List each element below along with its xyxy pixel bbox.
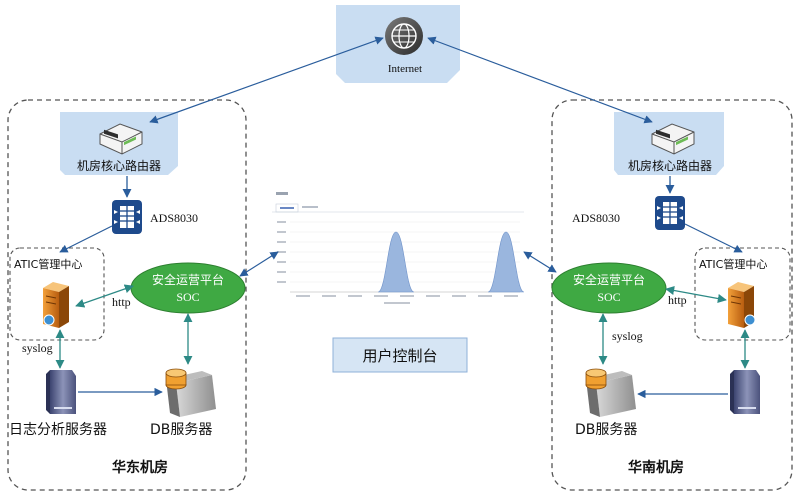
firewall-icon bbox=[112, 200, 142, 234]
south-syslog-label: syslog bbox=[612, 329, 643, 343]
east-db-label: DB服务器 bbox=[150, 422, 212, 438]
firewall-icon bbox=[655, 196, 685, 230]
south-core-router: 机房核心路由器 bbox=[614, 112, 724, 175]
south-db-label: DB服务器 bbox=[575, 422, 637, 438]
console-y-ticks bbox=[277, 221, 286, 283]
link-south-soc-atic bbox=[665, 286, 727, 303]
tower-server-icon bbox=[730, 370, 760, 414]
east-log-server-label: 日志分析服务器 bbox=[9, 422, 107, 438]
south-ads-label: ADS8030 bbox=[572, 211, 620, 225]
south-soc-line2: SOC bbox=[597, 290, 620, 304]
east-router-label: 机房核心路由器 bbox=[77, 158, 161, 173]
south-log-server bbox=[730, 370, 760, 414]
east-soc-line1: 安全运营平台 bbox=[152, 272, 224, 287]
east-atic-center: ATIC管理中心 bbox=[14, 257, 82, 328]
east-ads-label: ADS8030 bbox=[150, 211, 198, 225]
server-icon bbox=[43, 282, 69, 328]
south-http-label: http bbox=[668, 293, 687, 307]
east-soc-line2: SOC bbox=[176, 290, 199, 304]
south-atic-center: ATIC管理中心 bbox=[699, 257, 767, 328]
tower-server-icon bbox=[46, 370, 76, 414]
east-soc: 安全运营平台 SOC bbox=[130, 262, 246, 314]
globe-icon bbox=[385, 17, 423, 55]
east-http-label: http bbox=[112, 295, 131, 309]
south-soc: 安全运营平台 SOC bbox=[551, 262, 667, 314]
user-console-node: 用户控制台 bbox=[332, 337, 468, 373]
user-console-label: 用户控制台 bbox=[362, 347, 437, 365]
link-east-soc-console bbox=[239, 251, 279, 277]
east-log-server: 日志分析服务器 bbox=[9, 370, 107, 438]
connectors bbox=[55, 36, 750, 399]
console-traffic-peak-1 bbox=[377, 231, 415, 293]
south-ads-device: ADS8030 bbox=[572, 196, 685, 230]
internet-node: Internet bbox=[336, 5, 460, 83]
server-icon bbox=[728, 282, 756, 328]
console-traffic-peak-2 bbox=[487, 231, 525, 293]
south-datacenter-frame bbox=[551, 99, 793, 491]
east-atic-frame bbox=[9, 247, 105, 341]
console-screenshot bbox=[272, 190, 525, 310]
east-datacenter-frame bbox=[7, 99, 247, 491]
east-syslog-label: syslog bbox=[22, 341, 53, 355]
east-db-server: DB服务器 bbox=[150, 368, 216, 438]
router-icon bbox=[651, 123, 695, 155]
east-core-router: 机房核心路由器 bbox=[60, 112, 178, 175]
link-console-south-soc bbox=[523, 251, 557, 273]
router-icon bbox=[99, 123, 143, 155]
east-region-label: 华东机房 bbox=[112, 459, 168, 476]
link-south-ads-atic bbox=[684, 223, 743, 253]
link-east-ads-atic bbox=[59, 225, 113, 253]
south-atic-label: ATIC管理中心 bbox=[699, 257, 767, 271]
database-server-icon bbox=[165, 368, 216, 417]
south-soc-line1: 安全运营平台 bbox=[573, 272, 645, 287]
south-soc-ellipse bbox=[551, 262, 667, 314]
south-db-server: DB服务器 bbox=[575, 368, 637, 438]
south-region-label: 华南机房 bbox=[628, 459, 684, 476]
console-x-ticks bbox=[296, 295, 518, 297]
user-console-panel bbox=[332, 337, 468, 373]
link-internet-south-router bbox=[427, 36, 653, 124]
east-soc-ellipse bbox=[130, 262, 246, 314]
link-internet-east-router bbox=[149, 36, 384, 124]
east-ads-device: ADS8030 bbox=[112, 200, 198, 234]
east-atic-label: ATIC管理中心 bbox=[14, 257, 82, 271]
link-east-atic-soc bbox=[75, 284, 134, 308]
database-server-icon bbox=[585, 368, 636, 417]
internet-label: Internet bbox=[388, 63, 422, 75]
south-router-label: 机房核心路由器 bbox=[628, 158, 712, 173]
